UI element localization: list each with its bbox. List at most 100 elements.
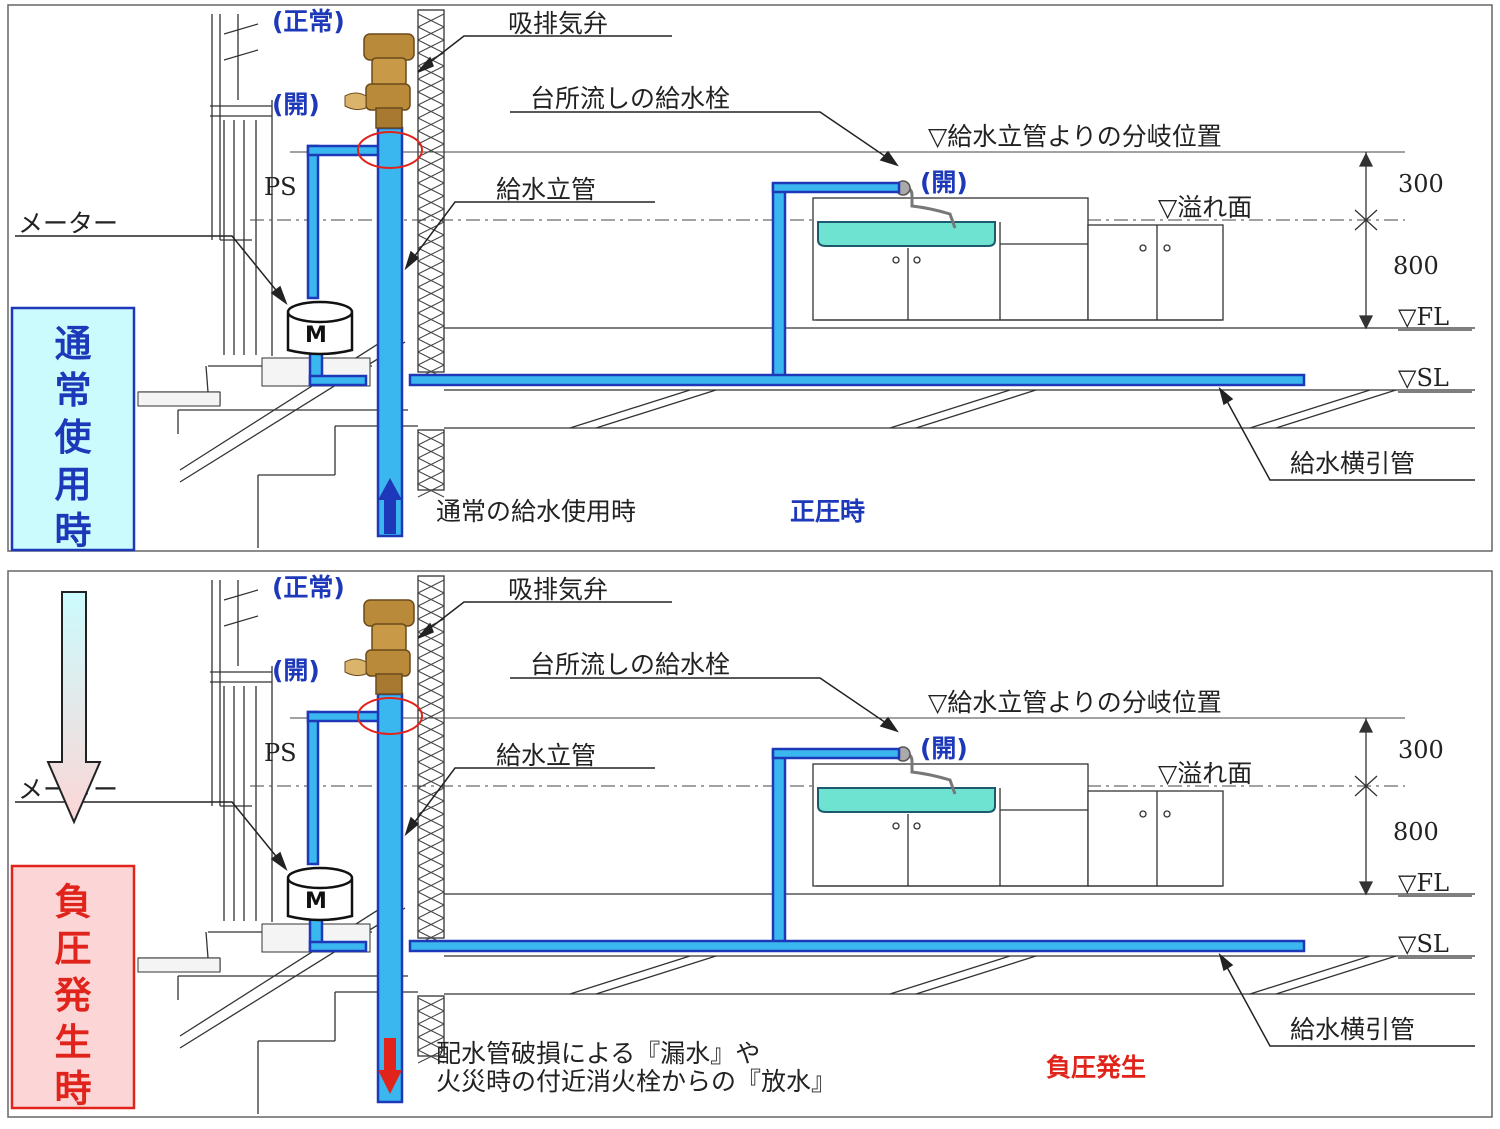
side-label-char: 常 (55, 369, 92, 412)
hatch-b (417, 1049, 445, 1064)
hatch-b (417, 878, 445, 893)
hatch-b (417, 444, 445, 459)
cabinet-knob-1 (913, 822, 921, 830)
floor-lines (444, 893, 1475, 995)
branch-marker-circle (357, 697, 423, 735)
hatch-b (417, 1023, 445, 1038)
hatch-b (417, 904, 445, 919)
leader-meter-head (270, 285, 288, 306)
side-label-char: 通 (55, 322, 92, 365)
leader-lines (15, 35, 1475, 481)
air-valve-top (363, 33, 415, 61)
hatch-b (417, 865, 445, 880)
kitchen-riser-pipe (771, 748, 787, 946)
air-valve-label: 吸排気弁 (508, 575, 608, 604)
meter-bottom-pipe (308, 940, 368, 953)
side-label-char: 時 (55, 1068, 92, 1111)
cabinet-knob-2 (1139, 244, 1147, 252)
hatch-b (417, 722, 445, 737)
cabinet-knob-0 (892, 256, 900, 264)
wall-hatching (417, 579, 445, 1064)
side-label-char: 発 (54, 974, 93, 1017)
slab-hatch-1 (595, 955, 717, 995)
status-normal-label: (正常) (272, 7, 345, 36)
tap-open-label: (開) (920, 734, 968, 763)
hatch-b (417, 683, 445, 698)
hatch-b (417, 117, 445, 132)
meter-symbol: M (305, 889, 327, 914)
branch-marker-circle (357, 131, 423, 169)
fl-label: ▽FL (1398, 869, 1449, 897)
hatch-b (417, 483, 445, 498)
hatch-b (417, 1036, 445, 1051)
overflow-label: ▽溢れ面 (1158, 759, 1252, 788)
meter-top (286, 866, 354, 890)
hatch-b (417, 156, 445, 171)
hatch-b (417, 130, 445, 145)
side-label-char: 生 (55, 1021, 92, 1064)
leader-horizontal (1221, 957, 1475, 1047)
side-label-char: 時 (55, 510, 92, 553)
roof-hatch-b (223, 49, 259, 61)
hatch-b (417, 852, 445, 867)
air-valve-neck (375, 107, 403, 129)
flow-arrow-up-icon (378, 478, 402, 500)
meter-top-pipe (306, 144, 382, 157)
hatch-b (417, 839, 445, 854)
side-cabinet (1087, 224, 1224, 321)
hatch-b (417, 696, 445, 711)
leader-horizontal-head (1218, 952, 1234, 972)
dim-arrow-bottom (1358, 315, 1374, 330)
meter-label: メーター (18, 209, 118, 238)
cabinet-knob-2 (1139, 810, 1147, 818)
slab-hatch-5 (1275, 955, 1397, 995)
dimension-line (1354, 152, 1472, 393)
overflow-label: ▽溢れ面 (1158, 193, 1252, 222)
hatch-b (417, 26, 445, 41)
air-valve-top (363, 599, 415, 627)
transition-arrow-icon (46, 591, 102, 825)
hatch-b (417, 351, 445, 366)
hatch-b (417, 273, 445, 288)
hatch-b (417, 735, 445, 750)
horizontal-pipe-label: 給水横引管 (1290, 1015, 1415, 1044)
hatch-b (417, 65, 445, 80)
hatch-b (417, 221, 445, 236)
leader-riser (407, 201, 655, 266)
sink-water (817, 221, 996, 247)
air-valve-body (371, 623, 407, 653)
main-riser-pipe (376, 126, 404, 538)
kitchen-riser-pipe (771, 182, 787, 380)
hatch-b (417, 169, 445, 184)
slab-hatch-0 (569, 389, 691, 429)
building-line-11 (205, 931, 209, 959)
meter-body (286, 879, 354, 922)
status-normal-label: (正常) (272, 573, 345, 602)
tap-open-label: (開) (920, 168, 968, 197)
leader-riser (407, 767, 655, 832)
dim-arrow-top (1358, 152, 1374, 167)
dim-tick-b (1354, 775, 1378, 797)
horizontal-supply-pipe (408, 939, 1306, 953)
caption-line-0: 通常の給水使用時 (436, 497, 636, 526)
leader-air-valve-head (417, 622, 434, 639)
riser-label: 給水立管 (496, 741, 596, 770)
hatch-b (417, 579, 445, 594)
ps-label: PS (264, 739, 297, 767)
panel-frame (7, 570, 1493, 1118)
hatch-b (417, 470, 445, 485)
kitchen-supply-pipe (771, 747, 901, 760)
kitchen-supply-pipe (771, 181, 901, 194)
hatch-b (417, 761, 445, 776)
leader-horizontal-head (1218, 386, 1234, 406)
hatch-b (417, 39, 445, 54)
leader-kitchen-tap-head (879, 716, 899, 733)
main-riser-pipe (376, 692, 404, 1104)
air-valve-label: 吸排気弁 (508, 9, 608, 38)
sl-label: ▽SL (1398, 930, 1449, 958)
flow-arrow-shaft (384, 1038, 396, 1072)
hatch-b (417, 431, 445, 446)
roof-hatch-a (223, 589, 259, 601)
hatch-b (417, 143, 445, 158)
